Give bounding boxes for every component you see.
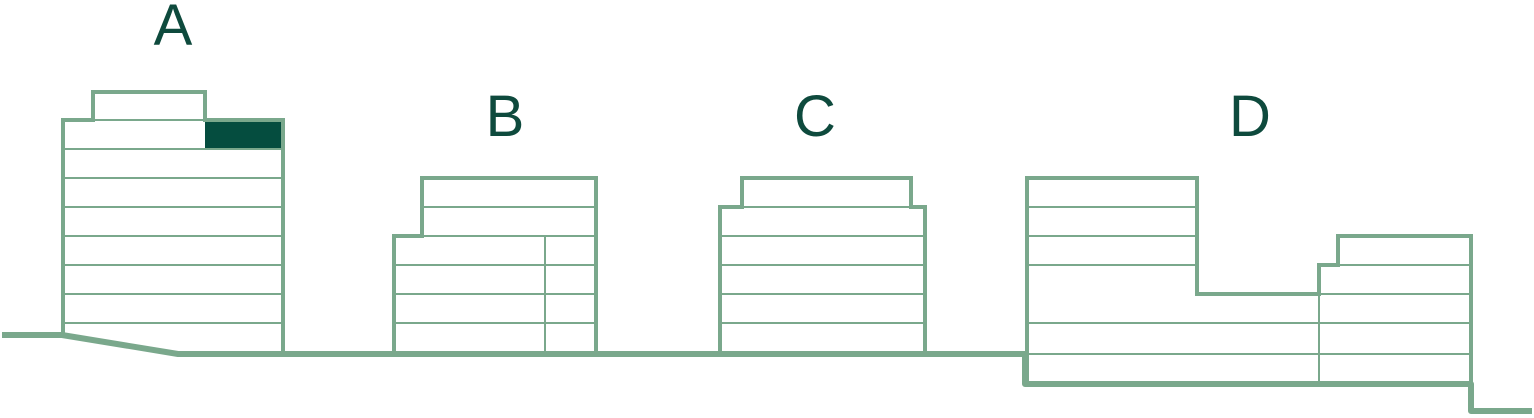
building-d-floor-lines bbox=[1027, 206, 1471, 384]
building-a[interactable]: A bbox=[61, 0, 285, 354]
building-label: B bbox=[486, 84, 525, 149]
building-d-outline bbox=[1025, 176, 1473, 384]
building-c-outline bbox=[718, 176, 927, 354]
building-label: D bbox=[1229, 84, 1271, 149]
building-b-outline bbox=[392, 176, 598, 354]
building-b[interactable]: B bbox=[392, 84, 598, 354]
building-b-floor-lines bbox=[394, 206, 596, 354]
building-label: A bbox=[154, 0, 193, 58]
building-c[interactable]: C bbox=[718, 84, 927, 354]
building-c-floor-lines bbox=[720, 206, 925, 324]
building-a-outline bbox=[61, 90, 285, 354]
building-a-floor-lines bbox=[63, 119, 283, 324]
building-d[interactable]: D bbox=[1025, 84, 1473, 384]
building-label: C bbox=[794, 84, 836, 149]
highlighted-unit[interactable] bbox=[205, 121, 283, 148]
ground-line bbox=[2, 332, 1532, 414]
